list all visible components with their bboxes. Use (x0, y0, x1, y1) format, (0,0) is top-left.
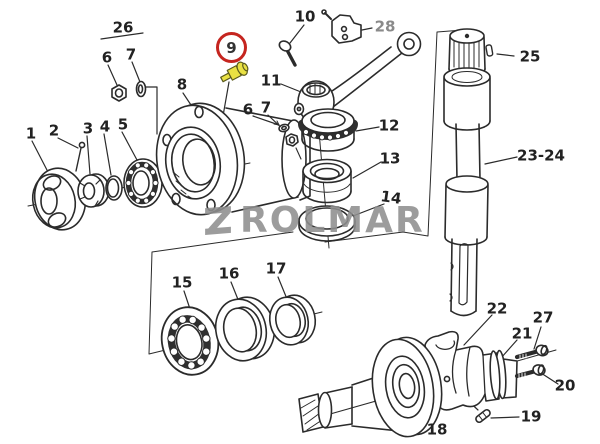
part-27-bolt (514, 344, 549, 360)
part-label-1: 1 (25, 124, 37, 143)
part-15-ball-bearing (160, 306, 220, 376)
part-12-thrust-bearing (298, 108, 358, 152)
part-25-key (485, 44, 494, 57)
part-22-knuckle-fork (424, 330, 500, 411)
part-2-cotter-pin (75, 141, 86, 172)
part-label-8: 8 (176, 75, 188, 94)
part-5-bearing (123, 158, 163, 208)
part-7-washer-right (278, 123, 290, 133)
part-8-hub (155, 102, 311, 216)
part-label-9: 9 (226, 38, 237, 57)
part-label-14: 14 (379, 187, 403, 208)
part-label-26: 26 (112, 18, 134, 37)
part-10-bolt (278, 40, 297, 67)
part-16-race (214, 296, 276, 362)
part-label-7-right: 7 (260, 98, 272, 117)
part-label-6-left: 6 (101, 48, 113, 67)
part-label-3: 3 (82, 119, 94, 138)
part-label-15: 15 (171, 273, 193, 292)
part-6-nut-left (111, 84, 127, 102)
part-3-castle-nut (77, 173, 110, 208)
part-label-10: 10 (294, 7, 316, 26)
part-28-bracket (321, 9, 362, 44)
part-label-19: 19 (520, 407, 542, 426)
part-4-washer (105, 175, 123, 201)
part-label-20: 20 (554, 376, 576, 395)
part-21-plate (489, 349, 518, 400)
part-label-4: 4 (99, 117, 111, 136)
part-19-pin (475, 408, 491, 424)
part-label-23-24: 23-24 (517, 146, 565, 165)
part-label-17: 17 (265, 259, 287, 278)
part-label-28: 28 (374, 17, 396, 36)
part-label-25: 25 (519, 47, 541, 66)
highlight-circle-9: 9 (216, 32, 247, 63)
part-label-2: 2 (48, 121, 60, 140)
part-label-11: 11 (260, 71, 282, 90)
part-18-stub-axle (298, 336, 443, 438)
part-17-seal (268, 294, 317, 346)
part-23-24-shaft (443, 28, 491, 317)
part-label-13: 13 (379, 149, 401, 168)
part-label-6-right: 6 (242, 100, 254, 119)
part-9-grease-fitting (220, 61, 249, 83)
part-14-seal-ring (298, 205, 356, 242)
part-label-5: 5 (117, 115, 129, 134)
part-13-bearing-cup (302, 158, 352, 204)
part-label-7-left: 7 (125, 45, 137, 64)
part-label-21: 21 (511, 324, 533, 343)
part-label-18: 18 (426, 420, 448, 439)
part-6-nut-right (285, 133, 302, 160)
part-label-22: 22 (486, 299, 508, 318)
part-20-bolt (514, 364, 546, 379)
part-label-12: 12 (378, 116, 400, 135)
part-11-steering-arm (293, 31, 422, 124)
part-label-16: 16 (218, 264, 240, 283)
part-7-washer-left (135, 80, 147, 98)
part-label-27: 27 (532, 308, 554, 327)
